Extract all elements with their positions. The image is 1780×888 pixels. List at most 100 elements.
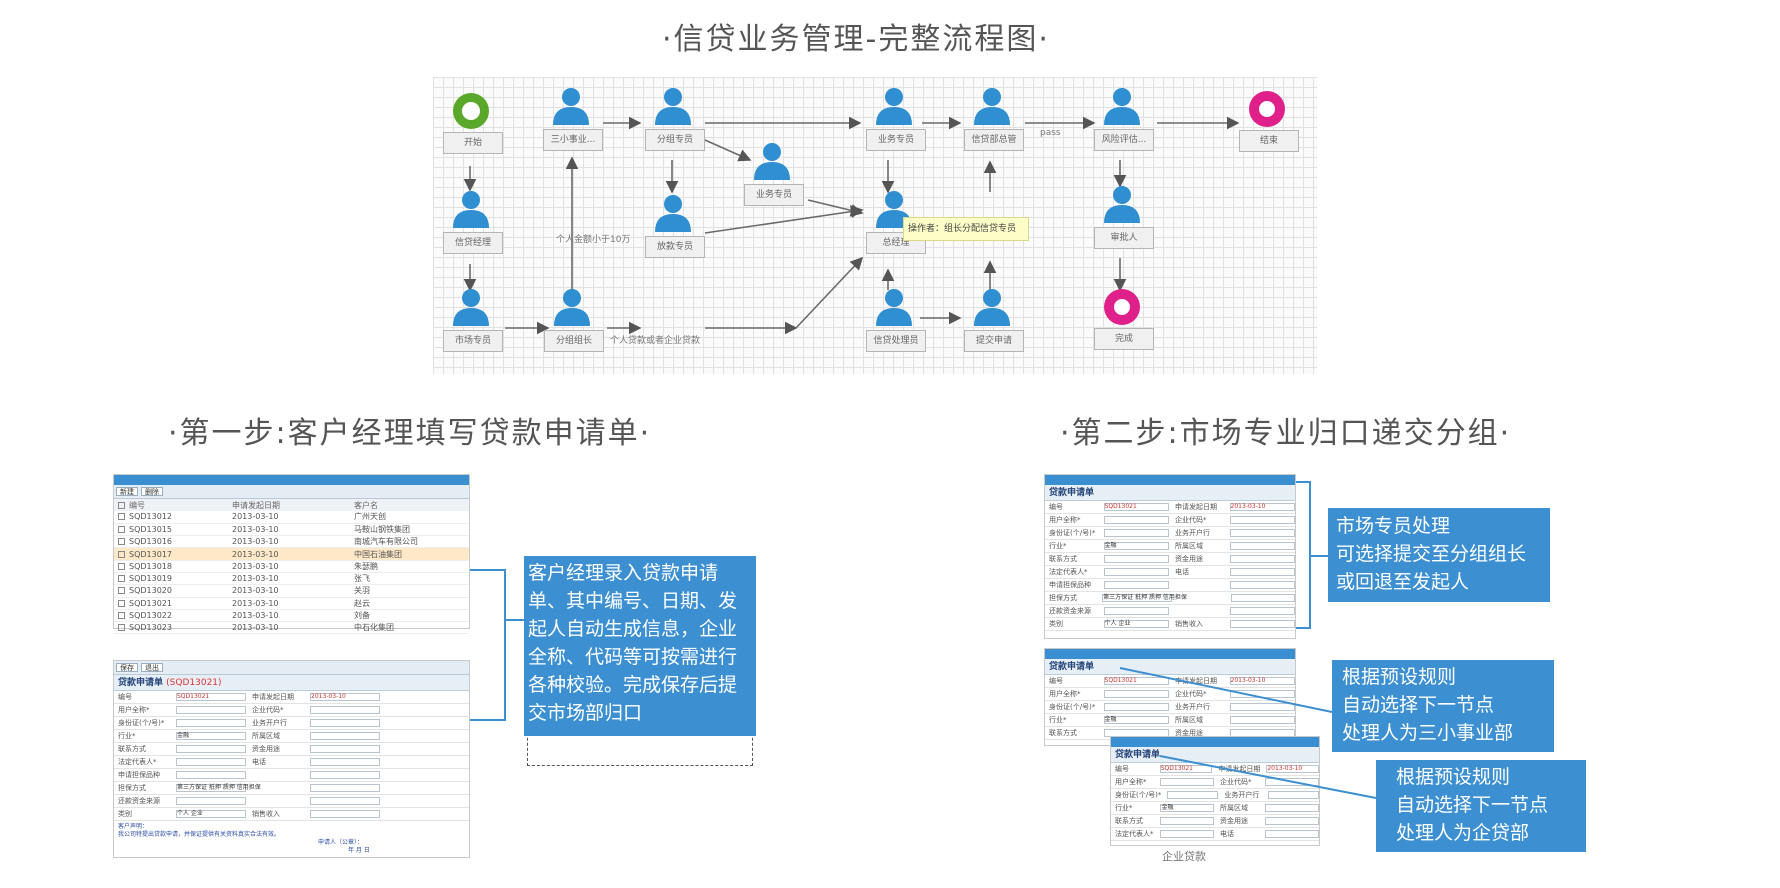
row-checkbox[interactable] xyxy=(118,538,125,546)
field-input[interactable] xyxy=(1103,607,1169,615)
field-input[interactable] xyxy=(1103,568,1169,576)
delete-button[interactable]: 删除 xyxy=(141,487,163,496)
field-input[interactable]: 第三方保证 抵押 质押 信用担保 xyxy=(1102,594,1187,602)
field-input[interactable]: 金融 xyxy=(1103,716,1169,724)
field-input[interactable] xyxy=(1265,804,1319,812)
field-input[interactable]: 2013-03-10 xyxy=(1266,765,1319,773)
table-cell: 2013-03-10 xyxy=(232,597,354,610)
field-input[interactable] xyxy=(1231,594,1295,602)
save-button[interactable]: 保存 xyxy=(116,663,138,672)
field-label: 行业* xyxy=(1049,716,1067,724)
field-input[interactable]: 2013-03-10 xyxy=(1229,677,1295,685)
flow-label-node8: 信贷部总管 xyxy=(964,129,1024,151)
field-input[interactable]: SQD13021 xyxy=(1103,677,1169,685)
field-input[interactable] xyxy=(1229,716,1295,724)
select-all-checkbox[interactable] xyxy=(118,501,125,509)
field-input[interactable]: SQD13021 xyxy=(1103,503,1169,511)
row-checkbox[interactable] xyxy=(118,525,125,533)
field-input[interactable]: 个人 企业 xyxy=(176,810,246,818)
field-input[interactable]: SQD13021 xyxy=(1159,765,1213,773)
field-input[interactable] xyxy=(310,745,380,753)
field-input[interactable]: SQD13021 xyxy=(176,693,246,701)
row-checkbox[interactable] xyxy=(118,550,125,558)
field-label: 销售收入 xyxy=(1175,620,1203,628)
field-input[interactable] xyxy=(1103,529,1169,537)
field-input[interactable] xyxy=(1229,555,1295,563)
row-checkbox[interactable] xyxy=(118,587,125,595)
field-input[interactable] xyxy=(1265,817,1319,825)
flow-node-start: 开始 xyxy=(437,88,521,158)
field-input[interactable] xyxy=(1229,568,1295,576)
row-checkbox[interactable] xyxy=(118,599,125,607)
form-row: 用户全称*企业代码* xyxy=(1045,514,1295,527)
field-input[interactable] xyxy=(176,719,246,727)
field-input[interactable] xyxy=(1167,791,1219,799)
field-input[interactable] xyxy=(310,784,380,792)
field-input[interactable]: 个人 企业 xyxy=(1103,620,1169,628)
field-input[interactable]: 金融 xyxy=(1103,542,1169,550)
form-row: 类别个人 企业销售收入 xyxy=(1045,618,1295,631)
field-input[interactable] xyxy=(176,771,246,779)
field-input[interactable] xyxy=(1160,778,1214,786)
table-cell: 张飞 xyxy=(354,572,469,586)
field-input[interactable] xyxy=(176,745,246,753)
row-checkbox[interactable] xyxy=(118,562,125,570)
field-input[interactable] xyxy=(310,758,380,766)
field-input[interactable] xyxy=(1103,516,1169,524)
row-checkbox[interactable] xyxy=(118,612,125,620)
field-input[interactable]: 金融 xyxy=(1160,804,1214,812)
field-input[interactable] xyxy=(1229,542,1295,550)
field-input[interactable] xyxy=(1103,690,1169,698)
field-input[interactable]: 第三方保证 抵押 质押 信用担保 xyxy=(176,784,261,792)
form-title: 贷款申请单 xyxy=(1111,747,1319,763)
edge-label-2: 个人贷款或者企业贷款 xyxy=(610,336,701,346)
field-input[interactable] xyxy=(1265,830,1319,838)
field-input[interactable] xyxy=(176,758,246,766)
field-input[interactable] xyxy=(310,810,380,818)
table-cell: 2013-03-10 xyxy=(232,560,354,573)
field-input[interactable] xyxy=(1229,529,1295,537)
step2-note-a: 市场专员处理可选择提交至分组组长或回退至发起人 xyxy=(1328,508,1550,602)
field-input[interactable] xyxy=(176,706,246,714)
field-input[interactable] xyxy=(1267,791,1320,799)
person-icon xyxy=(876,289,912,326)
field-input[interactable]: 金融 xyxy=(176,732,246,740)
field-input[interactable] xyxy=(1103,703,1169,711)
field-label: 业务开户行 xyxy=(1175,703,1210,711)
field-input[interactable] xyxy=(1160,817,1214,825)
exit-button[interactable]: 退出 xyxy=(141,663,163,672)
field-label: 申请发起日期 xyxy=(1175,503,1217,511)
field-input[interactable] xyxy=(1229,620,1295,628)
field-input[interactable] xyxy=(310,719,380,727)
row-checkbox[interactable] xyxy=(118,624,125,632)
field-input[interactable] xyxy=(1103,555,1169,563)
field-input[interactable] xyxy=(310,706,380,714)
row-checkbox[interactable] xyxy=(118,575,125,583)
field-input[interactable] xyxy=(310,797,380,805)
field-input[interactable] xyxy=(1229,703,1295,711)
field-input[interactable]: 2013-03-10 xyxy=(1229,503,1295,511)
field-input[interactable] xyxy=(1229,581,1295,589)
field-input[interactable] xyxy=(176,797,246,805)
field-input[interactable] xyxy=(1160,830,1214,838)
field-input[interactable] xyxy=(1229,516,1295,524)
field-input[interactable]: 2013-03-10 xyxy=(310,693,380,701)
field-input[interactable] xyxy=(310,732,380,740)
field-input[interactable] xyxy=(1229,607,1295,615)
field-input[interactable] xyxy=(310,771,380,779)
field-label: 行业* xyxy=(1115,804,1133,812)
new-button[interactable]: 新建 xyxy=(116,487,138,496)
field-input[interactable] xyxy=(1103,581,1169,589)
row-checkbox[interactable] xyxy=(118,513,125,521)
